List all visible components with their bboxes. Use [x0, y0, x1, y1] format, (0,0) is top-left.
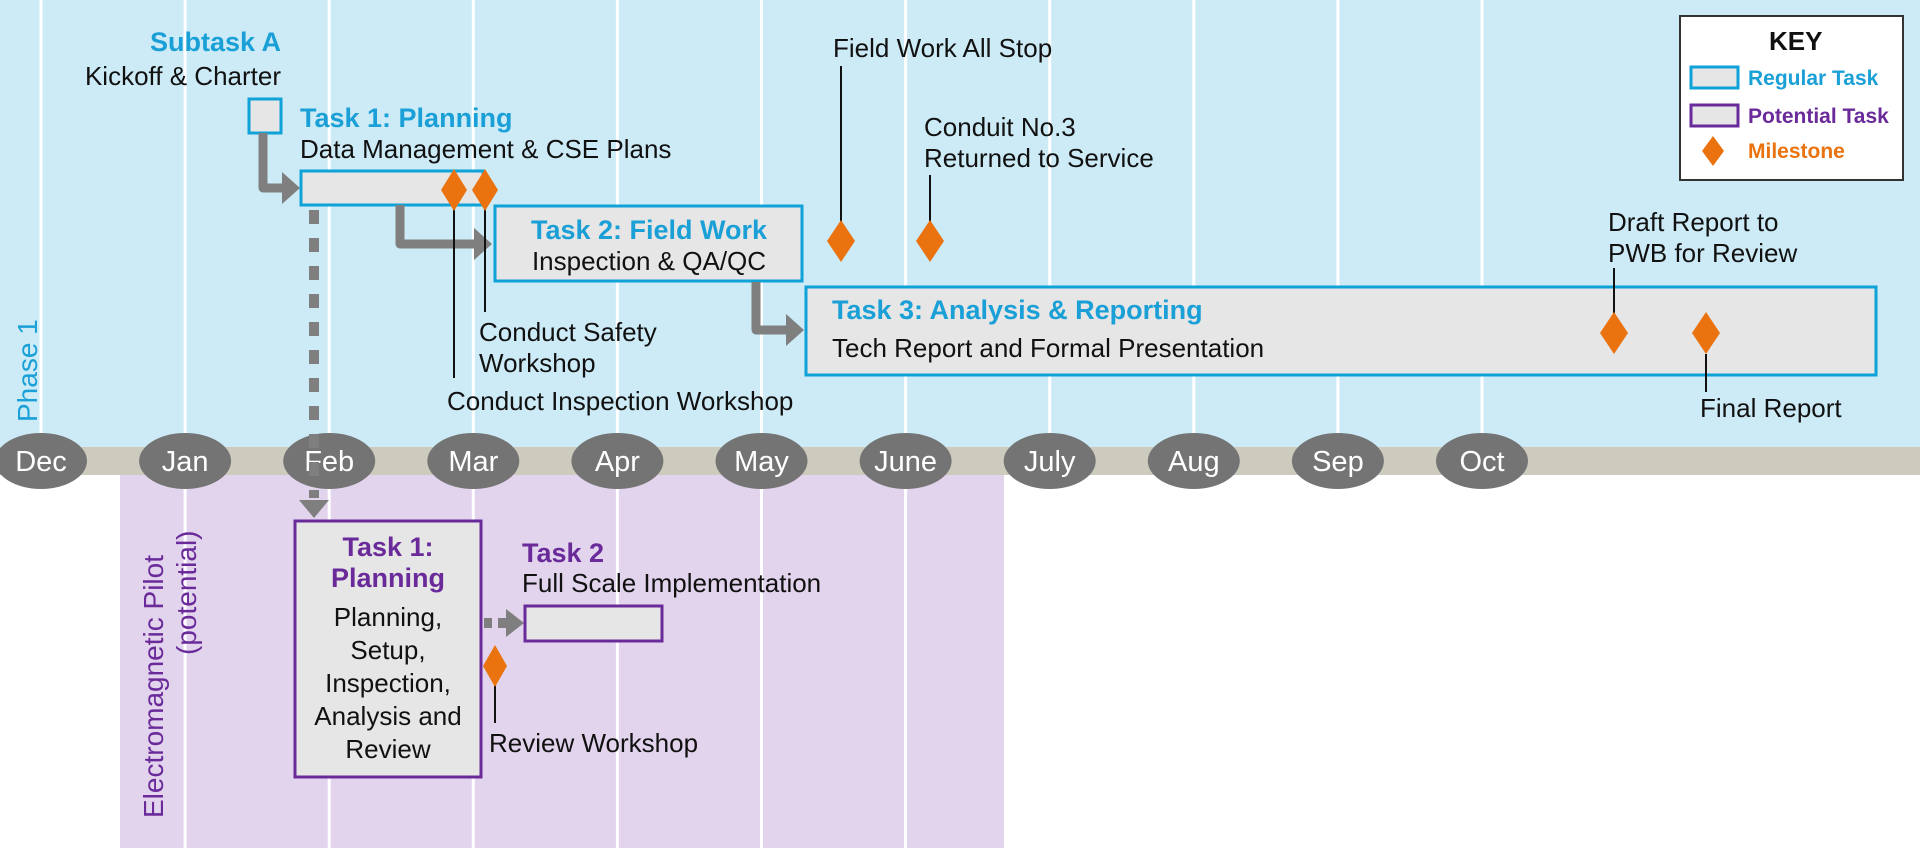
pilot-task2-title: Task 2	[522, 538, 604, 568]
pilot-task1-body: Planning,Setup,Inspection,Analysis andRe…	[314, 602, 461, 764]
label-final-report: Final Report	[1700, 393, 1842, 423]
label-conduit-line1: Conduit No.3	[924, 112, 1076, 142]
month-marker-jan: Jan	[139, 433, 232, 489]
task1-subtitle: Data Management & CSE Plans	[300, 134, 671, 164]
subtask-a-subtitle: Kickoff & Charter	[85, 61, 281, 91]
pilot-lane-label-line1: Electromagnetic Pilot	[138, 555, 169, 818]
month-label: Sep	[1312, 446, 1364, 478]
month-oval	[1436, 433, 1528, 489]
arrow-subtask-a-to-task1	[258, 133, 287, 193]
milestone-final-report-icon[interactable]	[1692, 312, 1720, 354]
month-marker-mar: Mar	[427, 433, 520, 489]
subtask-a-title: Subtask A	[150, 27, 281, 57]
month-oval	[1291, 433, 1384, 489]
legend-regular-swatch	[1689, 65, 1740, 90]
month-label: Dec	[15, 446, 67, 478]
month-oval	[139, 433, 232, 489]
legend: KEY Regular Task Potential Task Mileston…	[1679, 15, 1904, 181]
month-label: Aug	[1168, 446, 1220, 478]
pilot-task2-bar[interactable]	[523, 604, 664, 643]
month-label: July	[1024, 446, 1076, 478]
month-oval	[571, 433, 664, 489]
month-marker-apr: Apr	[571, 433, 664, 489]
milestone-inspection-workshop-icon[interactable]	[441, 169, 467, 211]
month-oval	[859, 433, 952, 489]
pilot-task1-body-line: Planning,	[334, 602, 442, 632]
pilot-task1-body-line: Inspection,	[325, 668, 451, 698]
label-draft-line1: Draft Report to	[1608, 207, 1779, 237]
arrowhead-icon	[282, 172, 300, 204]
legend-potential-swatch	[1689, 103, 1740, 128]
pilot-task1-box[interactable]	[293, 519, 483, 779]
task2-title: Task 2: Field Work	[531, 215, 768, 245]
pilot-task1-title-line2: Planning	[331, 563, 445, 593]
label-safety-line1: Conduct Safety	[479, 317, 657, 347]
pilot-lane-bg	[120, 460, 1004, 848]
month-marker-may: May	[715, 433, 808, 489]
pilot-task2-subtitle: Full Scale Implementation	[522, 568, 821, 598]
milestone-field-work-stop-icon[interactable]	[827, 220, 855, 262]
arrowhead-icon	[299, 500, 329, 518]
month-marker-feb: Feb	[283, 433, 376, 489]
label-safety-line2: Workshop	[479, 348, 596, 378]
month-label: Mar	[448, 446, 498, 478]
legend-box	[1679, 15, 1904, 181]
task1-title: Task 1: Planning	[300, 103, 513, 133]
milestone-conduit-returned-icon[interactable]	[916, 220, 944, 262]
subtask-a-bar[interactable]	[247, 97, 283, 135]
month-label: Oct	[1459, 446, 1504, 478]
month-oval	[715, 433, 808, 489]
task3-subtitle: Tech Report and Formal Presentation	[832, 333, 1264, 363]
label-draft-line2: PWB for Review	[1608, 238, 1797, 268]
month-marker-dec: Dec	[0, 433, 87, 489]
legend-title: KEY	[1769, 26, 1822, 56]
task3-title: Task 3: Analysis & Reporting	[832, 295, 1203, 325]
arrowhead-icon	[786, 314, 804, 346]
pilot-task1-title-line1: Task 1:	[342, 532, 433, 562]
month-oval	[0, 433, 87, 489]
month-marker-june: June	[859, 433, 952, 489]
arrowhead-icon	[506, 609, 524, 637]
month-label: May	[734, 446, 789, 478]
pilot-lane-label-line2: (potential)	[171, 530, 202, 655]
month-label: Jan	[162, 446, 209, 478]
month-oval	[1147, 433, 1240, 489]
pilot-task1-body-line: Review	[345, 734, 430, 764]
pilot-task1-body-line: Setup,	[350, 635, 425, 665]
arrowhead-icon	[474, 228, 492, 260]
month-marker-aug: Aug	[1147, 433, 1240, 489]
label-conduit-line2: Returned to Service	[924, 143, 1154, 173]
phase1-lane-label: Phase 1	[12, 319, 43, 422]
legend-milestone-icon	[1702, 136, 1724, 166]
arrow-task1-to-task2	[395, 205, 478, 249]
legend-potential-label: Potential Task	[1748, 105, 1889, 128]
month-axis: Dec Jan Feb Mar Apr May June July Aug Sep Oct	[0, 433, 1528, 489]
label-field-work-stop: Field Work All Stop	[833, 33, 1052, 63]
legend-regular-label: Regular Task	[1748, 67, 1879, 90]
milestone-leaders	[453, 66, 1707, 392]
legend-milestone-label: Milestone	[1748, 140, 1845, 163]
arrow-task2-to-task3	[751, 282, 790, 335]
milestone-draft-report-icon[interactable]	[1600, 312, 1628, 354]
label-inspection-workshop: Conduct Inspection Workshop	[447, 386, 793, 416]
pilot-task1-body-line: Analysis and	[314, 701, 461, 731]
month-marker-july: July	[1003, 433, 1096, 489]
milestone-review-workshop-icon[interactable]	[483, 645, 507, 687]
milestone-safety-workshop-icon[interactable]	[472, 169, 498, 211]
month-oval	[1003, 433, 1096, 489]
month-oval	[283, 433, 376, 489]
month-label: Apr	[595, 446, 640, 478]
phase1-lane-bg	[0, 0, 1920, 460]
month-oval	[427, 433, 520, 489]
task2-bar[interactable]	[493, 204, 804, 283]
month-marker-sep: Sep	[1291, 433, 1384, 489]
task2-subtitle: Inspection & QA/QC	[532, 246, 766, 276]
month-label: June	[874, 446, 937, 478]
month-marker-oct: Oct	[1436, 433, 1528, 489]
label-review-workshop: Review Workshop	[489, 728, 698, 758]
